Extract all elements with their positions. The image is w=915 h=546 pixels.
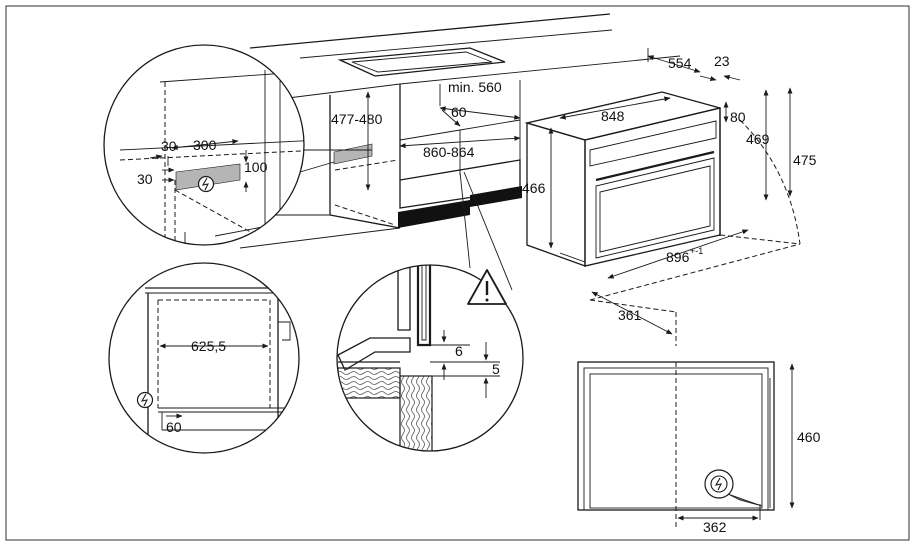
detail-circle-gap <box>336 264 524 452</box>
dim-80: 80 <box>730 109 746 125</box>
dim-23: 23 <box>714 53 730 69</box>
power-socket-icon <box>136 391 154 409</box>
dim-466: 466 <box>522 180 546 196</box>
detail-circle-niche-width <box>108 262 300 454</box>
outer-frame <box>5 5 910 541</box>
dim-361: 361 <box>618 307 642 323</box>
oven-front-view <box>577 361 795 530</box>
dim-5: 5 <box>492 361 500 377</box>
dim-60-bottom: 60 <box>166 419 182 435</box>
vent-opening-left <box>398 200 470 228</box>
oven-drawing <box>524 48 801 346</box>
vent-opening-right <box>470 186 522 207</box>
dim-896-tolerance: +-1 <box>690 246 703 256</box>
dim-848: 848 <box>601 108 625 124</box>
dim-60-top: 60 <box>451 104 467 120</box>
dim-30-b: 30 <box>137 171 153 187</box>
dim-100: 100 <box>244 159 268 175</box>
dim-6: 6 <box>455 343 463 359</box>
dim-477-480: 477-480 <box>331 111 383 127</box>
warning-triangle-icon <box>467 269 507 305</box>
dim-300: 300 <box>193 137 217 153</box>
oven-front <box>584 107 721 267</box>
oven-door-glass <box>595 157 715 259</box>
dim-860-864: 860-864 <box>423 144 475 160</box>
dim-30-a: 30 <box>161 138 177 154</box>
control-panel <box>589 120 717 167</box>
dim-min-560: min. 560 <box>448 79 502 95</box>
dim-362: 362 <box>703 519 727 535</box>
dim-460: 460 <box>797 429 821 445</box>
cabinet-drawing <box>239 13 681 249</box>
power-socket-icon <box>704 469 734 499</box>
dim-625-5: 625,5 <box>191 338 226 354</box>
dim-896: 896 <box>666 249 690 265</box>
oven-handle <box>595 150 715 182</box>
detail-circle-socket-position <box>103 44 305 246</box>
dim-554: 554 <box>668 55 692 71</box>
hob <box>337 47 506 77</box>
power-socket-icon <box>197 175 215 193</box>
dim-469: 469 <box>746 131 770 147</box>
socket-area <box>333 143 373 165</box>
dimension-labels: 554 23 min. 560 477-480 60 848 80 469 47… <box>137 53 821 535</box>
dim-475: 475 <box>793 152 817 168</box>
